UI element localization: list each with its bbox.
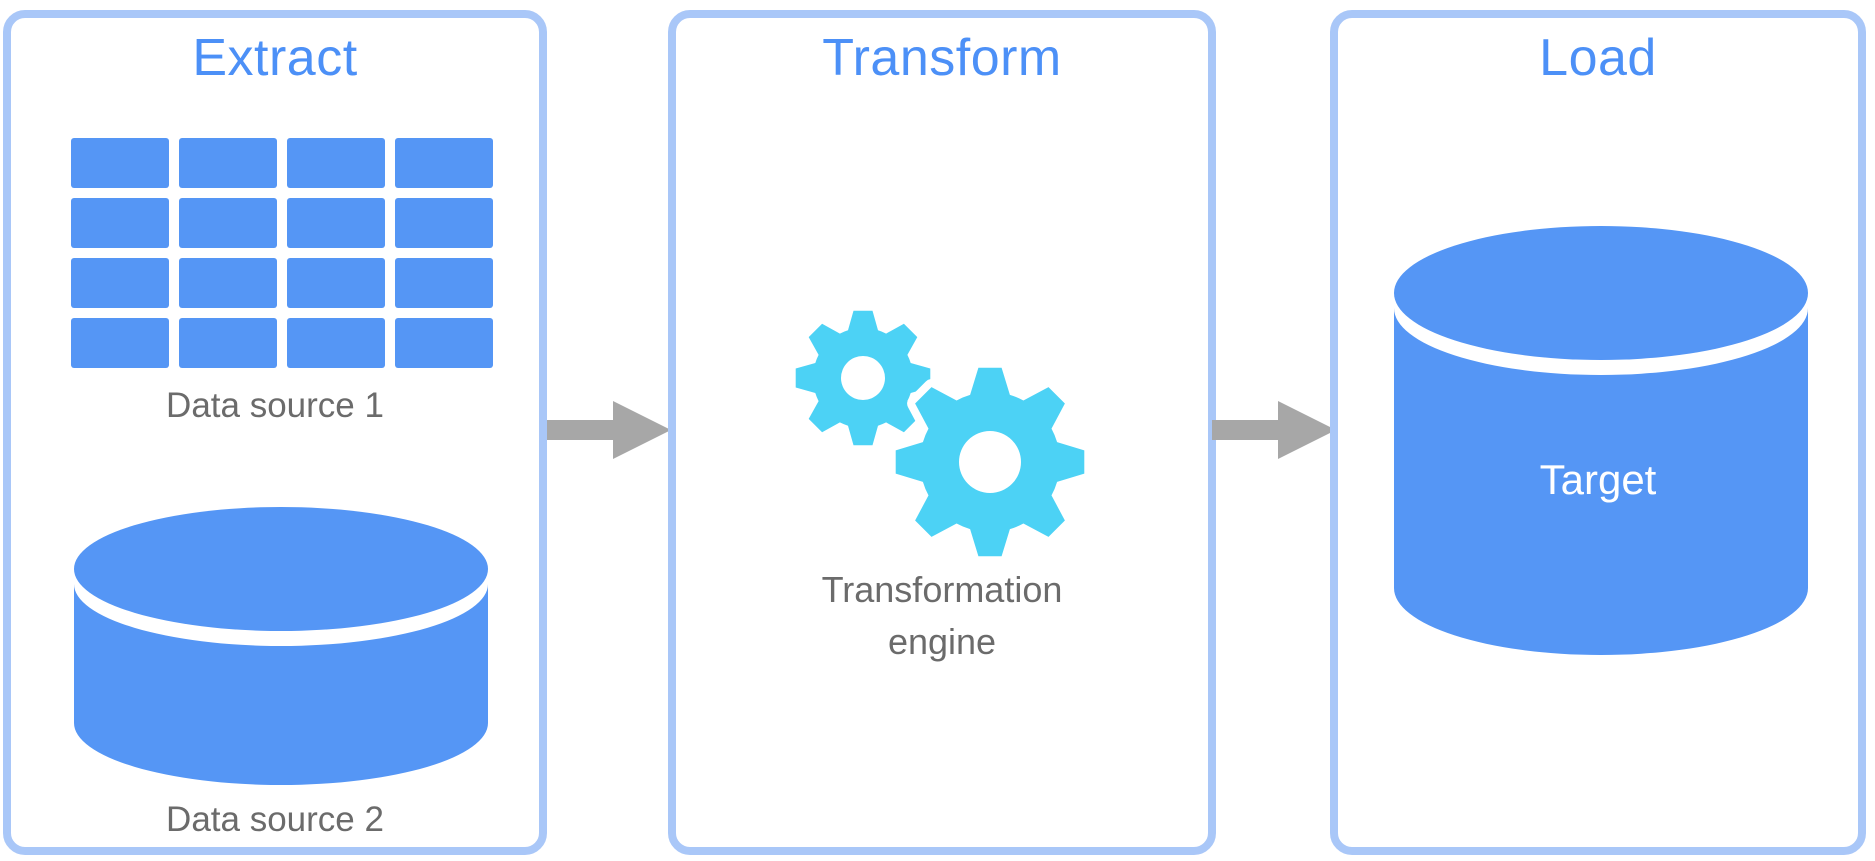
transformation-engine-label-line1: Transformation bbox=[821, 569, 1063, 610]
gear-large bbox=[887, 359, 1093, 565]
table-cell bbox=[179, 318, 277, 368]
table-cell bbox=[179, 138, 277, 188]
table-cell bbox=[71, 258, 169, 308]
table-cell bbox=[71, 318, 169, 368]
database-cylinder-top bbox=[74, 507, 488, 631]
database-cylinder-body bbox=[1394, 308, 1808, 655]
table-cell bbox=[395, 258, 493, 308]
table-cell bbox=[395, 318, 493, 368]
arrow-right-shape bbox=[1212, 401, 1336, 459]
table-cell bbox=[71, 138, 169, 188]
panel-load: Load Target bbox=[1330, 10, 1866, 855]
gear-small bbox=[795, 310, 931, 446]
data-source-2-label: Data source 2 bbox=[166, 800, 384, 839]
target-label: Target bbox=[1539, 456, 1657, 503]
table-cell bbox=[287, 318, 385, 368]
database-cylinder-top bbox=[1394, 226, 1808, 360]
database-icon bbox=[1394, 226, 1808, 655]
database-cylinder-body bbox=[74, 584, 488, 785]
data-source-1-label: Data source 1 bbox=[166, 386, 384, 425]
table-cell bbox=[71, 198, 169, 248]
panel-transform-title: Transform bbox=[822, 29, 1062, 87]
table-cell bbox=[287, 138, 385, 188]
panel-transform: Transform Transformation engine bbox=[668, 10, 1216, 855]
arrow-right-icon bbox=[1212, 401, 1336, 459]
table-cell bbox=[287, 258, 385, 308]
table-cell bbox=[179, 258, 277, 308]
table-cell bbox=[395, 138, 493, 188]
table-cell bbox=[179, 198, 277, 248]
table-cell bbox=[287, 198, 385, 248]
transformation-engine-label-line2: engine bbox=[887, 621, 997, 662]
panel-load-title: Load bbox=[1539, 29, 1657, 87]
panel-extract: Extract Data source 1 Data source 2 bbox=[3, 10, 547, 855]
gears-icon bbox=[795, 310, 1093, 565]
panel-extract-title: Extract bbox=[192, 29, 358, 87]
transformation-engine-label: Transformation engine bbox=[676, 564, 1208, 668]
table-icon bbox=[71, 138, 493, 368]
arrow-right-shape bbox=[547, 401, 671, 459]
database-icon bbox=[74, 507, 488, 785]
table-cell bbox=[395, 198, 493, 248]
arrow-right-icon bbox=[547, 401, 671, 459]
